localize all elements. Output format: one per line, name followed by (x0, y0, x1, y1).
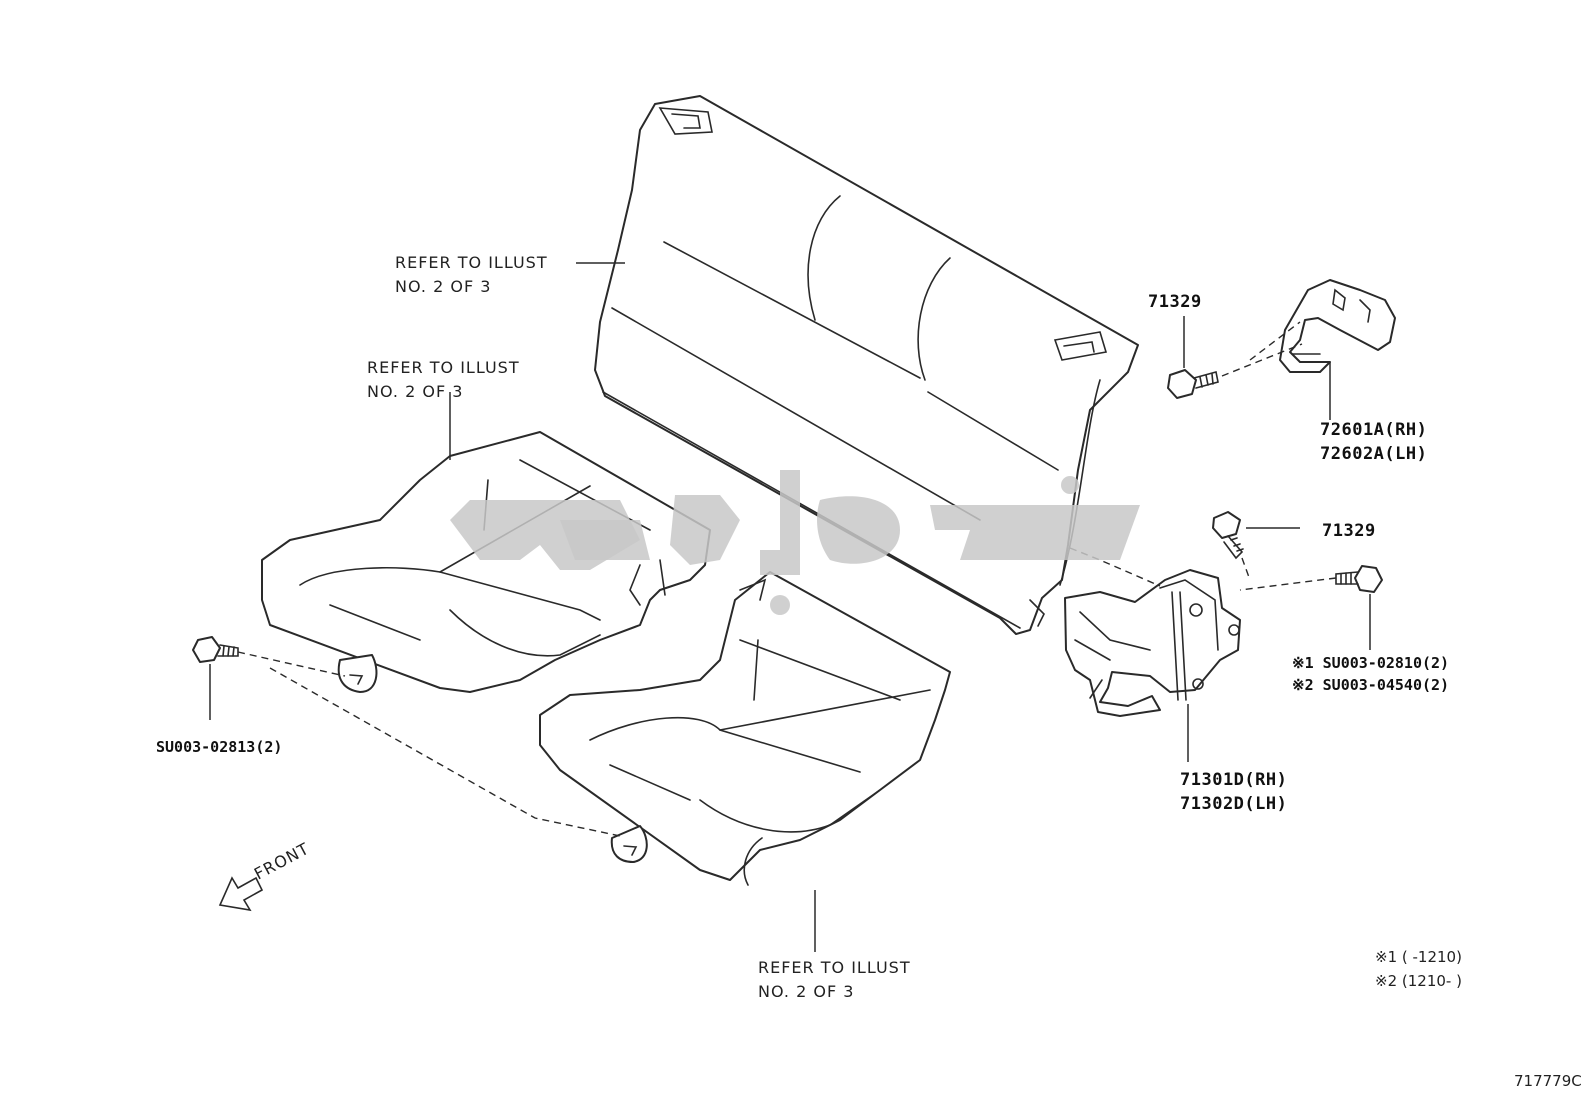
cushion-left-ref-line1: REFER TO ILLUST (367, 358, 520, 377)
part-bolt-hinge-side-1[interactable]: ※1 SU003-02810(2) (1292, 654, 1449, 672)
cushion-right-ref-line2: NO. 2 OF 3 (758, 982, 854, 1001)
upper-bracket-dashline (1249, 321, 1301, 361)
figure-id: 717779C (1514, 1072, 1582, 1090)
footnote-1: ※1 ( -1210) (1375, 948, 1462, 966)
seatback-ref-line2: NO. 2 OF 3 (395, 277, 491, 296)
part-bolt-hinge-side-2[interactable]: ※2 SU003-04540(2) (1292, 676, 1449, 694)
part-hinge-lh[interactable]: 71302D(LH) (1180, 794, 1287, 814)
part-bolt-hinge[interactable]: 71329 (1322, 521, 1376, 541)
part-bolt-cushion[interactable]: SU003-02813(2) (156, 738, 282, 756)
seatback[interactable] (594, 95, 1139, 635)
footnote-2: ※2 (1210- ) (1375, 972, 1462, 990)
cushion-bolt-dashline-upper (237, 651, 346, 677)
seatback-ref-line1: REFER TO ILLUST (395, 253, 548, 272)
part-bolt-upper[interactable]: 71329 (1148, 292, 1202, 312)
cushion-bolt[interactable] (192, 636, 239, 663)
hinge-top-bolt[interactable] (1212, 511, 1244, 560)
front-arrow-label: FRONT (251, 839, 313, 884)
hinge-seatback-dashline (1069, 547, 1161, 587)
cushion-bolt-dashline-lower (269, 667, 621, 837)
watermark-logo (450, 470, 1140, 615)
cushion-hook-lower (610, 825, 648, 863)
cushion-hook-upper (337, 654, 378, 693)
upper-bolt[interactable] (1167, 369, 1219, 399)
part-bracket-lh[interactable]: 72602A(LH) (1320, 444, 1427, 464)
part-hinge-rh[interactable]: 71301D(RH) (1180, 770, 1287, 790)
upper-bracket[interactable] (1279, 279, 1396, 373)
seat-hinge[interactable] (1064, 569, 1241, 717)
hinge-top-bolt-dashline (1241, 557, 1251, 581)
seat-cushion-left[interactable] (261, 431, 711, 693)
front-arrow-icon (218, 876, 264, 912)
cushion-left-ref-line2: NO. 2 OF 3 (367, 382, 463, 401)
front-arrow: FRONT (218, 839, 313, 912)
part-bracket-rh[interactable]: 72601A(RH) (1320, 420, 1427, 440)
seat-cushion-right[interactable] (539, 571, 951, 886)
hinge-side-bolt-dashline (1239, 577, 1337, 591)
cushion-right-ref-line1: REFER TO ILLUST (758, 958, 911, 977)
upper-bolt-dashline (1221, 343, 1303, 377)
hinge-side-bolt[interactable] (1335, 565, 1383, 593)
